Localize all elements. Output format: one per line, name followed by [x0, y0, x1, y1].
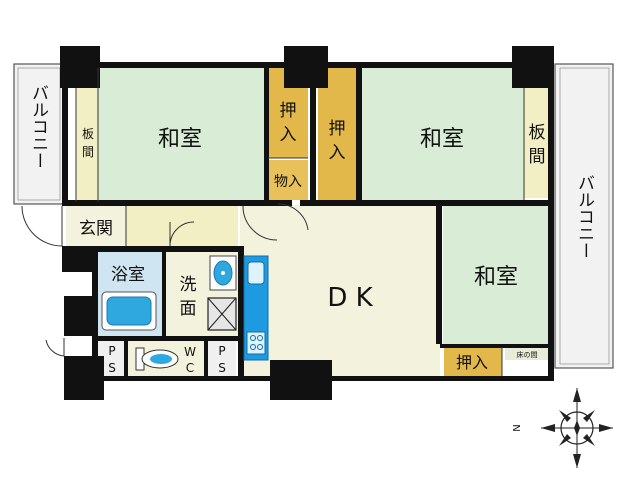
partitions: [75, 68, 525, 376]
monoire-label: 物入: [274, 174, 302, 190]
genkan-floor: [66, 206, 126, 246]
oshiire-east-label: 押入: [456, 353, 488, 372]
oshiire-east-floor: [444, 347, 502, 377]
oshiire-small-label-top: 押: [280, 101, 297, 121]
balcony-left: [13, 63, 65, 205]
compass-icon: [541, 388, 613, 468]
oshiire-small-label-bottom: 入: [280, 125, 297, 145]
wood-floor-left-label-top: 板: [82, 127, 94, 141]
bathtub: [101, 291, 157, 331]
ps1-label-p: P: [108, 344, 115, 358]
wood-floor-right-label-top: 板: [529, 123, 546, 143]
doors: [21, 203, 309, 357]
tokonoma-label: 床の間: [517, 350, 538, 359]
yokushitsu-label: 浴室: [111, 265, 145, 285]
wash-basin: [209, 255, 237, 291]
washitsu-east-label: 和室: [474, 265, 518, 290]
balcony-left-label: バルコニー: [28, 84, 48, 169]
washitsu-east-floor: [443, 205, 550, 345]
wc-label-w: W: [184, 345, 196, 359]
senmen-label-top: 洗: [180, 275, 197, 295]
ps2-floor: [208, 340, 236, 378]
washitsu-west-floor: [98, 68, 266, 202]
toilet: [135, 347, 179, 371]
dk-label: D K: [327, 283, 373, 313]
entry-hall-floor: [126, 206, 238, 246]
wood-floor-left-label-bottom: 間: [82, 145, 94, 159]
oshiire-tall-label-bottom: 入: [329, 143, 346, 163]
wood-floor-right-label-bottom: 間: [529, 147, 546, 167]
washitsu-center-label: 和室: [420, 127, 464, 152]
compass-north-label: N: [512, 424, 523, 431]
balcony-right: [554, 63, 614, 369]
senmen-label-bottom: 面: [180, 299, 197, 319]
ps2-label-s: S: [218, 361, 226, 375]
walls: [60, 46, 554, 400]
wc-label-c: C: [186, 361, 194, 375]
washing-machine-pan: [207, 297, 237, 331]
wood-floor-left: [76, 88, 98, 202]
wood-floor-right: [524, 88, 550, 198]
oshiire-tall-label-top: 押: [329, 119, 346, 139]
ps2-label-p: P: [218, 344, 225, 358]
tokonoma-floor: [505, 347, 549, 360]
washitsu-west-label: 和室: [158, 127, 202, 152]
kitchen-counter: [243, 255, 269, 361]
oshiire-tall-floor: [318, 68, 356, 200]
dk-floor: [240, 205, 440, 380]
monoire-floor: [268, 160, 308, 200]
ps1-label-s: S: [108, 361, 116, 375]
balcony-right-label: バルコニー: [574, 174, 594, 259]
washitsu-center-floor: [362, 68, 524, 202]
genkan-label: 玄関: [79, 219, 113, 239]
